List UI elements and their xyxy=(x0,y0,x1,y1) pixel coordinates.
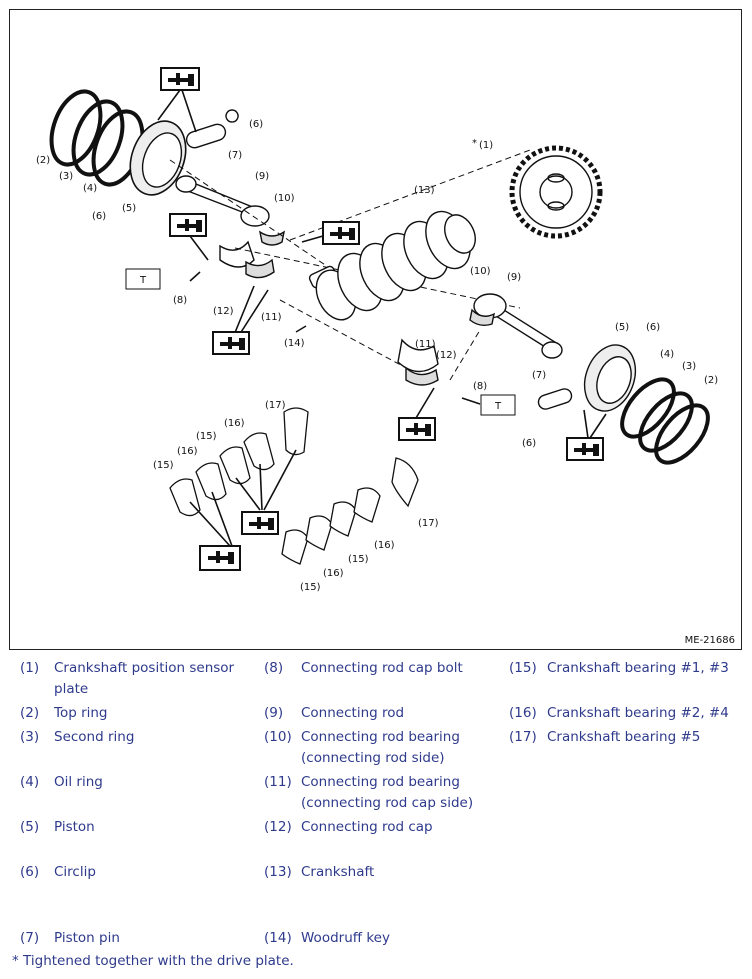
legend-text: Connecting rod xyxy=(301,705,405,721)
footnote: * Tightened together with the drive plat… xyxy=(12,953,294,969)
sensor-plate-teeth xyxy=(509,145,603,239)
callout-14: (14) xyxy=(284,338,305,349)
legend-num: (2) xyxy=(20,705,40,721)
legend-text: Connecting rod bearing (connecting rod c… xyxy=(301,774,474,811)
crankshaft-bearings-lower xyxy=(281,457,419,565)
crankshaft xyxy=(295,210,476,333)
legend-num: (1) xyxy=(20,660,40,676)
legend-num: (4) xyxy=(20,774,40,790)
tool-box-right xyxy=(480,394,516,416)
piston-pin-right xyxy=(537,388,573,410)
legend-num: (17) xyxy=(509,729,537,745)
diagram-drawing: T T * (1) (2) (3) (4) (5) (6) (6) (7) (8… xyxy=(36,67,718,593)
legend-num: (8) xyxy=(264,660,284,676)
legend-text: Circlip xyxy=(54,864,96,880)
callout-10-left: (10) xyxy=(274,193,295,204)
legend-text: Crankshaft bearing #1, #3 xyxy=(547,660,729,676)
legend-text: Crankshaft bearing #5 xyxy=(547,729,701,745)
legend-num: (11) xyxy=(264,774,292,790)
legend-text: Piston xyxy=(54,819,95,835)
tool-label-left: T xyxy=(139,275,147,286)
legend-text: Crankshaft position sensor plate xyxy=(54,660,235,697)
callout-11-right: (11) xyxy=(415,339,436,350)
legend-num: (9) xyxy=(264,705,284,721)
callout-8-left: (8) xyxy=(173,295,187,306)
legend-text: Connecting rod cap xyxy=(301,819,433,835)
callout-3-right: (3) xyxy=(682,361,696,372)
callout-4-left: (4) xyxy=(83,183,97,194)
callout-15-mid: (15) xyxy=(153,460,174,471)
legend-num: (3) xyxy=(20,729,40,745)
second-ring-left xyxy=(71,99,125,177)
callout-6-bottom: (6) xyxy=(522,438,536,449)
legend-num: (6) xyxy=(20,864,40,880)
callout-9-left: (9) xyxy=(255,171,269,182)
callout-16-lower: (16) xyxy=(323,568,344,579)
callout-6-left: (6) xyxy=(92,211,106,222)
tool-label-right: T xyxy=(494,401,502,412)
callout-16-mid: (16) xyxy=(177,446,198,457)
callout-13: (13) xyxy=(414,185,435,196)
legend-text: Connecting rod cap bolt xyxy=(301,660,463,676)
legend-text: Crankshaft bearing #2, #4 xyxy=(547,705,729,721)
callout-15-lower: (15) xyxy=(300,582,321,593)
callout-12-right: (12) xyxy=(436,350,457,361)
callout-15-bottom: (15) xyxy=(348,554,369,565)
legend-num: (14) xyxy=(264,930,292,946)
callout-5-right: (5) xyxy=(615,322,629,333)
legend-num: (15) xyxy=(509,660,537,676)
crankshaft-bearings-upper xyxy=(169,407,309,517)
callout-2-right: (2) xyxy=(704,375,718,386)
callout-2-left: (2) xyxy=(36,155,50,166)
callout-6-top: (6) xyxy=(249,119,263,130)
callout-15-top: (15) xyxy=(196,431,217,442)
sensor-plate xyxy=(519,155,593,229)
callout-7-right: (7) xyxy=(532,370,546,381)
callout-11-left: (11) xyxy=(261,312,282,323)
callout-16-bottom: (16) xyxy=(374,540,395,551)
legend-num: (7) xyxy=(20,930,40,946)
legend-num: (16) xyxy=(509,705,537,721)
piston-pin-left xyxy=(185,123,227,149)
figure-id: ME-21686 xyxy=(684,635,735,646)
callout-10-right: (10) xyxy=(470,266,491,277)
conrod-cap-left xyxy=(219,240,255,268)
legend-text: Woodruff key xyxy=(301,930,390,946)
callout-16-top: (16) xyxy=(224,418,245,429)
callout-17-bottom: (17) xyxy=(418,518,439,529)
callout-7-left: (7) xyxy=(228,150,242,161)
legend-num: (12) xyxy=(264,819,292,835)
callout-1-prefix: * xyxy=(472,138,477,149)
callout-5-left: (5) xyxy=(122,203,136,214)
legend-text: Oil ring xyxy=(54,774,103,790)
callout-12-left: (12) xyxy=(213,306,234,317)
tool-box-left xyxy=(125,268,161,290)
legend-num: (10) xyxy=(264,729,292,745)
legend-text: Connecting rod bearing (connecting rod s… xyxy=(301,729,460,766)
legend-num: (5) xyxy=(20,819,40,835)
callout-6-right: (6) xyxy=(646,322,660,333)
legend-text: Second ring xyxy=(54,729,135,745)
callout-3-left: (3) xyxy=(59,171,73,182)
legend-text: Top ring xyxy=(54,705,108,721)
callout-8-right: (8) xyxy=(473,381,487,392)
callout-9-right: (9) xyxy=(507,272,521,283)
callout-1: (1) xyxy=(479,140,493,151)
legend-text: Piston pin xyxy=(54,930,120,946)
callout-4-right: (4) xyxy=(660,349,674,360)
top-ring-left xyxy=(49,89,103,167)
legend-text: Crankshaft xyxy=(301,864,375,880)
legend-num: (13) xyxy=(264,864,292,880)
exploded-diagram: T T * (1) (2) (3) (4) (5) (6) (6) (7) (8… xyxy=(9,9,742,650)
callout-17-top: (17) xyxy=(265,400,286,411)
